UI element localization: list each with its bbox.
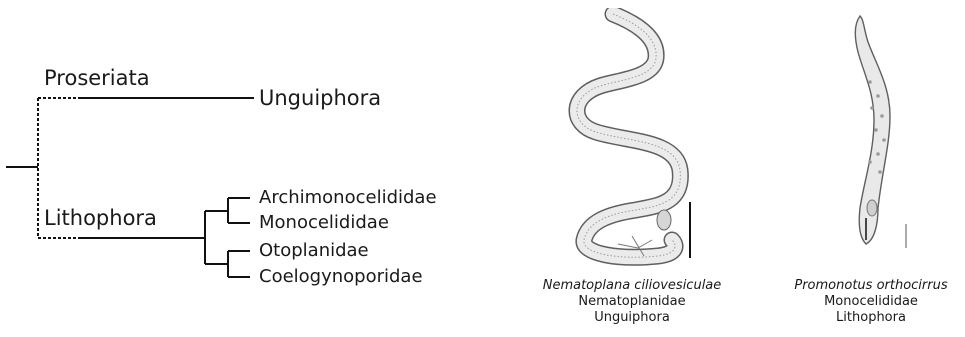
species-name: Promonotus orthocirrus <box>780 278 962 294</box>
family-name: Nematoplanidae <box>532 294 732 310</box>
leaf-otoplanidae: Otoplanidae <box>259 242 369 260</box>
clade-name: Lithophora <box>780 310 962 326</box>
caption-nematoplana: Nematoplana ciliovesiculae Nematoplanida… <box>532 278 732 326</box>
caption-promonotus: Promonotus orthocirrus Monocelididae Lit… <box>780 278 962 326</box>
clade-name: Unguiphora <box>532 310 732 326</box>
label-lithophora: Lithophora <box>44 208 157 229</box>
nematoplana-worm-illustration <box>548 8 718 272</box>
leaf-coelogynoporidae: Coelogynoporidae <box>259 268 423 286</box>
label-proseriata: Proseriata <box>44 68 150 89</box>
promonotus-worm-illustration <box>820 12 920 252</box>
label-unguiphora: Unguiphora <box>259 88 381 109</box>
leaf-monocelididae: Monocelididae <box>259 214 389 232</box>
leaf-archimonocelididae: Archimonocelididae <box>259 189 437 207</box>
species-name: Nematoplana ciliovesiculae <box>532 278 732 294</box>
family-name: Monocelididae <box>780 294 962 310</box>
